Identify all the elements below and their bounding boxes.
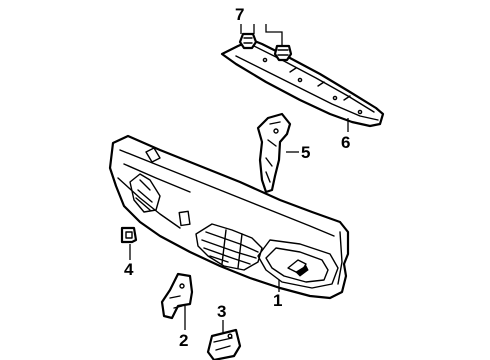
- callout-labels: 7 6 5 4 1 3 2: [124, 5, 350, 350]
- part-7-clips: [238, 32, 293, 62]
- callout-7: 7: [235, 5, 244, 24]
- part-4-clip: [120, 226, 138, 244]
- callout-3: 3: [217, 302, 226, 321]
- part-5-bracket: [256, 112, 292, 194]
- part-2-bracket: [160, 272, 194, 320]
- leader-lines: [129, 24, 349, 334]
- grille-slats: [129, 173, 263, 271]
- callout-4: 4: [124, 260, 134, 279]
- callout-6: 6: [341, 133, 350, 152]
- callout-5: 5: [301, 143, 310, 162]
- clip-icon: [238, 32, 258, 50]
- callout-1: 1: [273, 291, 282, 310]
- part-3-plate: [206, 328, 242, 360]
- part-1-grille: [108, 134, 350, 300]
- clip-icon: [273, 44, 293, 62]
- callout-2: 2: [179, 331, 188, 350]
- part-6-upper-support: [220, 38, 385, 128]
